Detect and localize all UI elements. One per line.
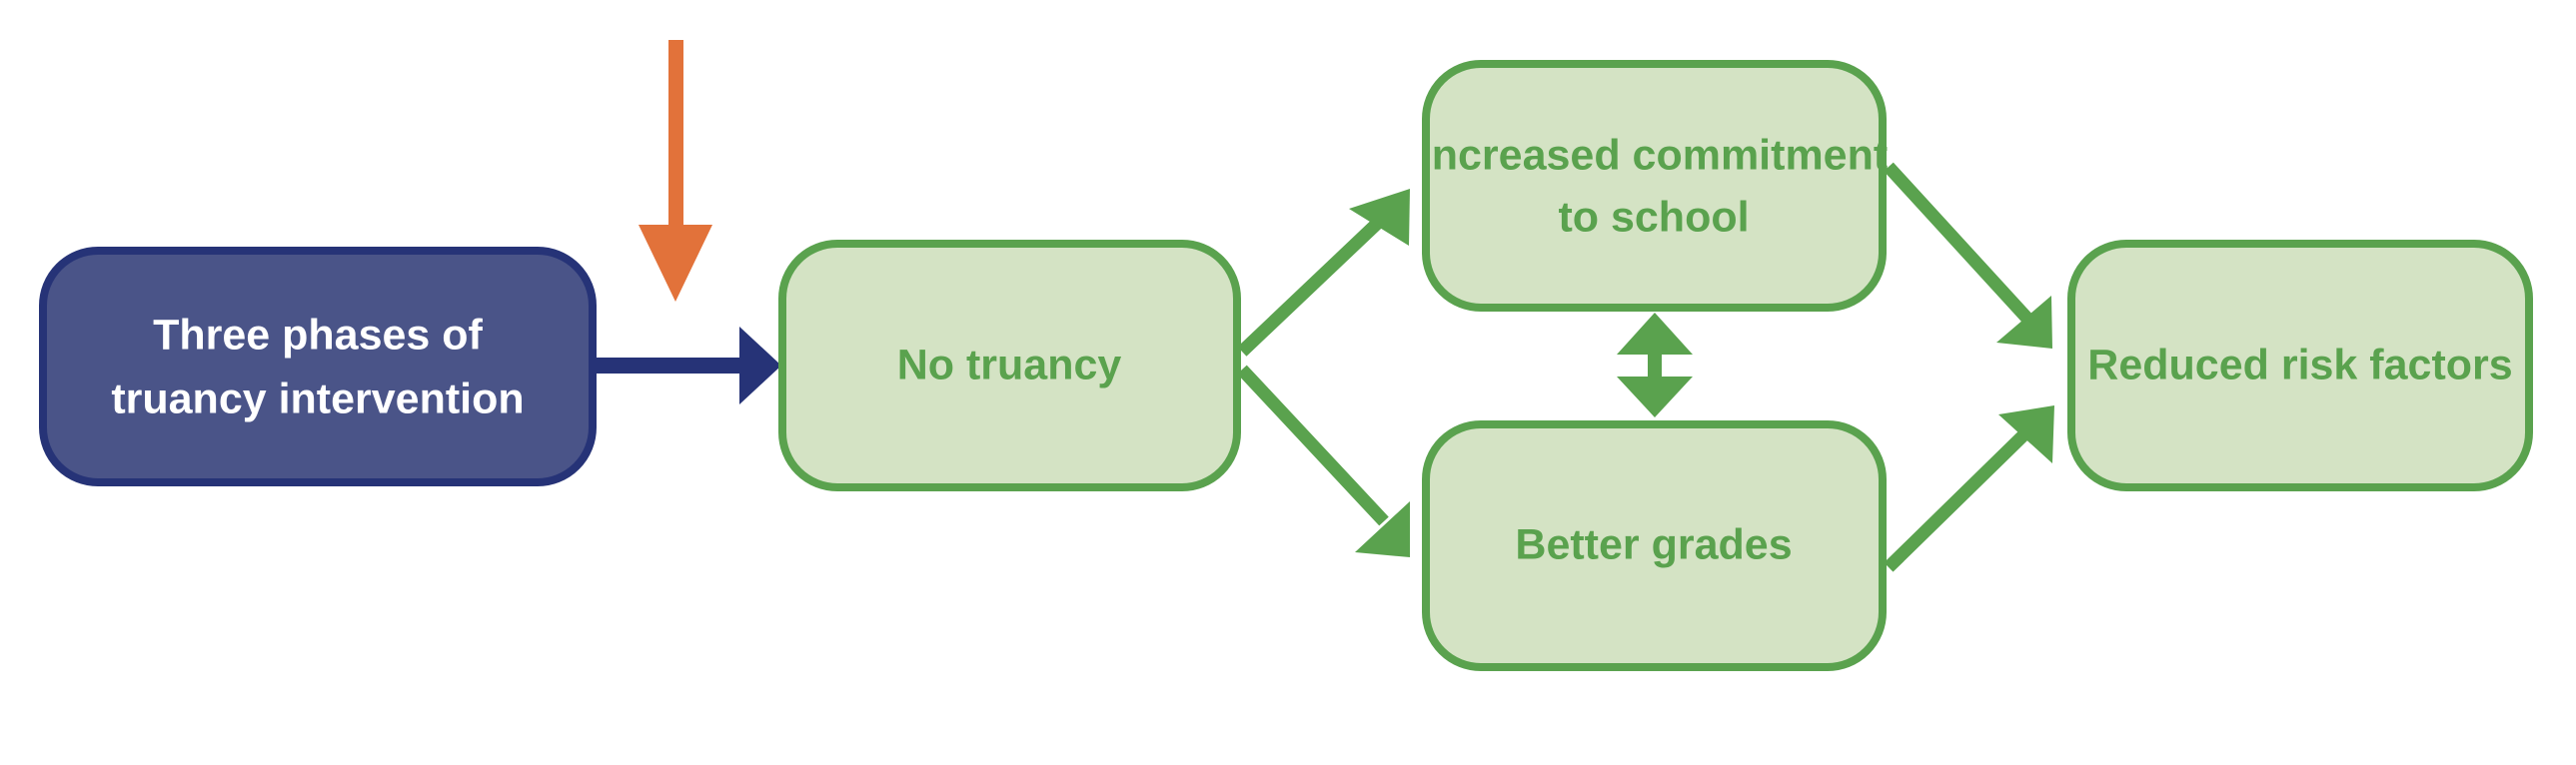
intervention-input-arrow-head <box>639 225 712 302</box>
edge-commitment-to-risk-head <box>1996 296 2052 349</box>
edge-no-truancy-to-grades-line <box>1237 365 1389 526</box>
edge-commitment-to-risk-line <box>1884 162 2033 325</box>
node-no-truancy: No truancy <box>778 240 1241 491</box>
edge-commitment-grades-bidirectional-head-up <box>1617 313 1693 355</box>
node-grades-box <box>1422 420 1887 671</box>
node-intervention-label-line1: Three phases of <box>153 311 483 359</box>
edge-no-truancy-to-commitment-line <box>1237 217 1384 357</box>
node-commitment-label-line1: Increased commitment <box>1420 131 1888 179</box>
intervention-input-arrow <box>639 40 712 302</box>
edge-grades-to-risk-head <box>1998 405 2054 463</box>
edge-grades-to-risk-line <box>1884 427 2031 572</box>
node-grades: Better grades <box>1422 420 1887 671</box>
edge-no-truancy-to-grades <box>1237 365 1410 557</box>
intervention-input-arrow-shaft <box>668 40 683 230</box>
node-grades-label: Better grades <box>1515 520 1792 568</box>
node-commitment-box <box>1422 60 1887 312</box>
node-intervention-label-line2: truancy intervention <box>111 375 524 422</box>
node-commitment: Increased commitment to school <box>1420 60 1888 312</box>
edge-commitment-grades-bidirectional-line <box>1648 352 1662 380</box>
edge-intervention-to-no-truancy <box>596 327 781 404</box>
node-no-truancy-label: No truancy <box>897 341 1122 388</box>
node-risk-label: Reduced risk factors <box>2087 341 2512 388</box>
node-intervention: Three phases of truancy intervention <box>39 247 597 486</box>
edge-commitment-grades-bidirectional-head-down <box>1617 377 1693 417</box>
edge-intervention-to-no-truancy-line <box>596 358 743 374</box>
node-commitment-label-line2: to school <box>1558 193 1749 241</box>
node-risk: Reduced risk factors <box>2067 240 2533 491</box>
edge-commitment-to-risk <box>1884 162 2052 349</box>
edge-grades-to-risk <box>1884 405 2054 572</box>
node-risk-box <box>2067 240 2533 491</box>
node-intervention-box <box>39 247 597 486</box>
edge-no-truancy-to-grades-head <box>1355 501 1410 557</box>
edge-no-truancy-to-commitment-head <box>1349 189 1410 246</box>
edge-intervention-to-no-truancy-head <box>739 327 781 404</box>
edge-no-truancy-to-commitment <box>1237 189 1410 357</box>
edge-commitment-grades-bidirectional <box>1617 313 1693 417</box>
node-no-truancy-box <box>778 240 1241 491</box>
